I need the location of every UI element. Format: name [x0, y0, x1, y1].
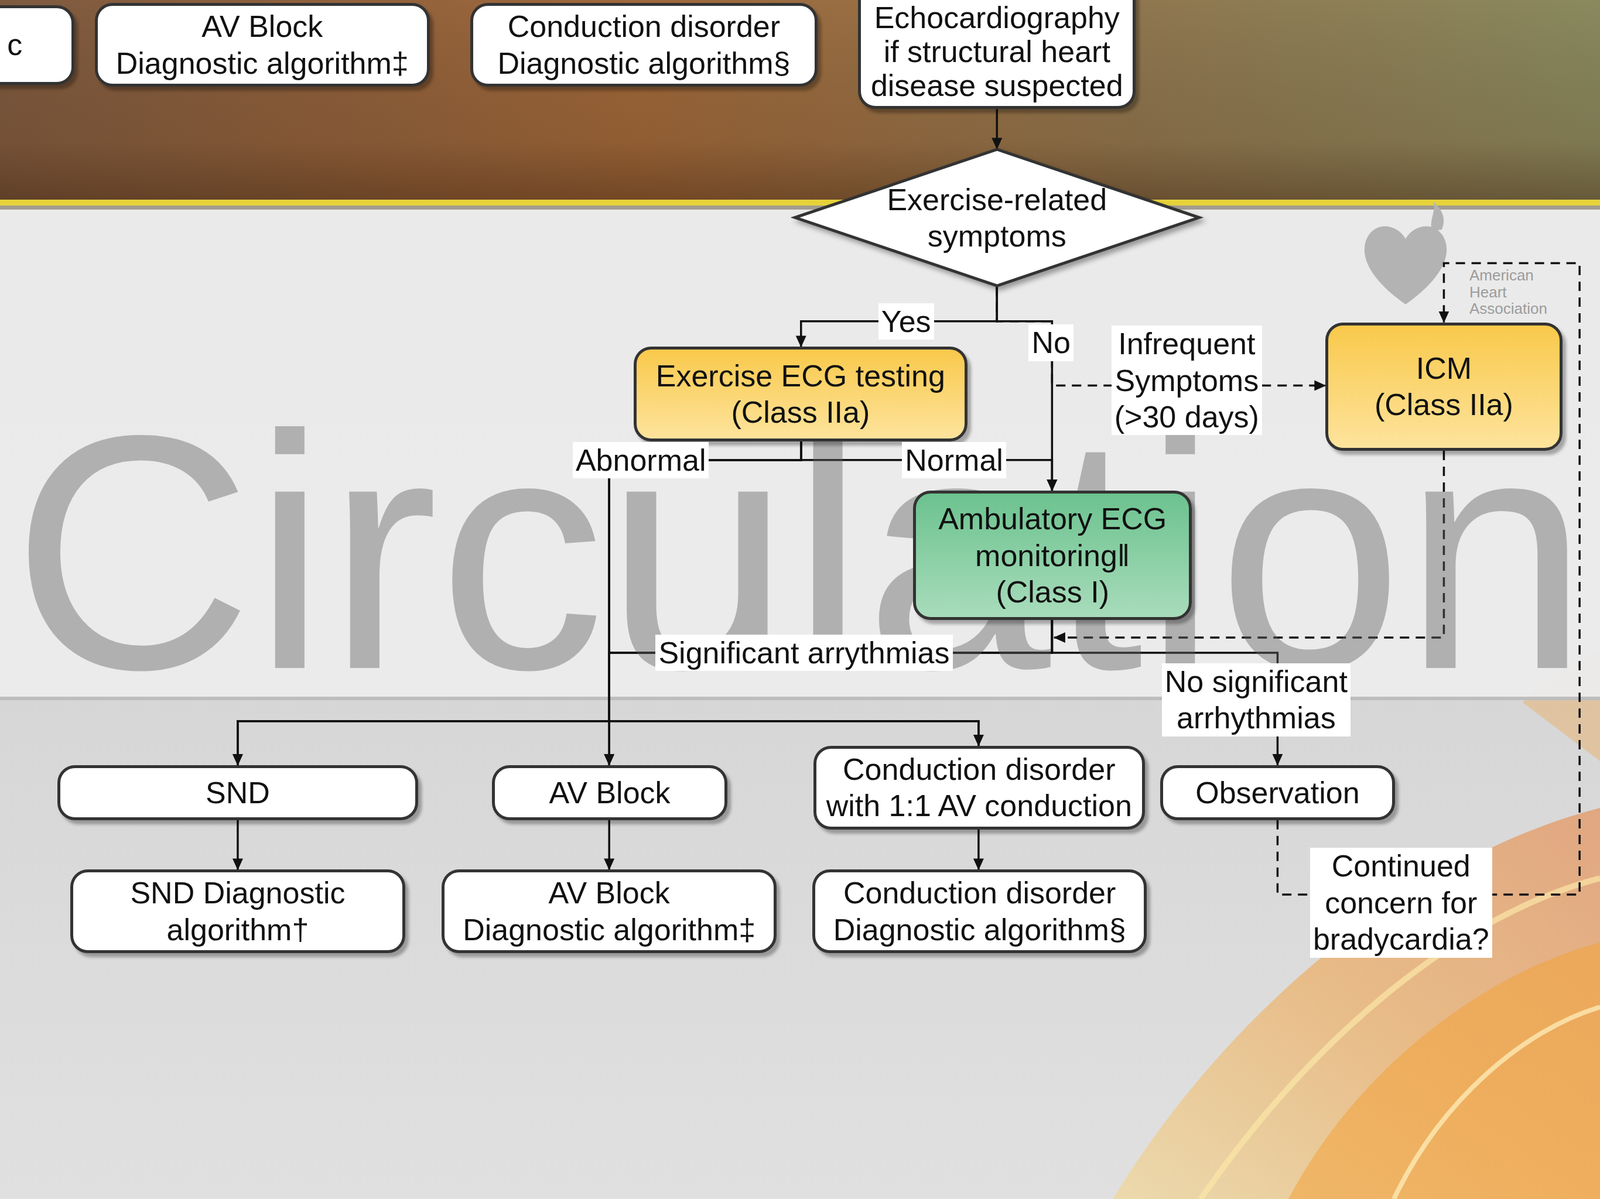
edge-label: Continued concern for bradycardia?: [1310, 848, 1493, 958]
yellow-rule: [0, 199, 1600, 206]
process-box: AV Block Diagnostic algorithm‡: [441, 869, 776, 954]
process-box: Conduction disorder Diagnostic algorithm…: [470, 2, 817, 87]
result-box: Conduction disorder with 1:1 AV conducti…: [813, 746, 1145, 830]
text-line: Exercise-related: [886, 181, 1107, 218]
node-text: c: [7, 26, 23, 63]
process-box: AV Block Diagnostic algorithm‡: [94, 2, 430, 87]
text-line: bradycardia?: [1313, 921, 1490, 958]
node-text: Exercise-related symptoms: [886, 181, 1107, 255]
process-box: SND Diagnostic algorithm†: [70, 869, 405, 954]
edge-label: Abnormal: [572, 442, 710, 479]
process-box: ICM (Class IIa): [1325, 322, 1562, 452]
text-line: American: [1469, 267, 1548, 285]
text-line: Association: [1469, 300, 1548, 318]
text-line: Diagnostic algorithm‡: [462, 911, 756, 949]
text-line: Conduction disorder: [826, 751, 1133, 788]
text-line: Exercise ECG testing: [655, 357, 946, 395]
text-line: SND Diagnostic: [130, 874, 345, 912]
top-band: [0, 0, 1600, 203]
node-text: Conduction disorder Diagnostic algorithm…: [833, 874, 1127, 949]
text-line: Conduction disorder: [833, 874, 1127, 912]
text-line: AV Block: [548, 774, 670, 812]
connector: [236, 820, 239, 871]
text-line: c: [7, 26, 23, 63]
process-box: c: [0, 5, 75, 85]
edge-label: Normal: [901, 442, 1007, 479]
text-line: Observation: [1195, 774, 1360, 812]
text-line: (Class IIa): [655, 394, 946, 431]
text-line: Echocardiography: [870, 0, 1124, 35]
text-line: Heart: [1469, 284, 1548, 302]
text-line: No significant: [1164, 663, 1348, 700]
edge-label: No: [1028, 324, 1073, 361]
node-text: AV Block: [548, 774, 670, 812]
text-line: (Class I): [938, 573, 1167, 611]
connector: [607, 820, 611, 871]
diamond-shape: [794, 149, 1199, 287]
text-line: with 1:1 AV conduction: [826, 787, 1133, 825]
result-box: Observation: [1160, 765, 1396, 821]
text-line: concern for: [1313, 884, 1490, 922]
text-line: disease suspected: [870, 68, 1124, 103]
node-text: Echocardiography if structural heart dis…: [870, 0, 1124, 104]
diamond-outline: [792, 148, 1202, 287]
node-text: Observation: [1195, 774, 1360, 812]
node-text: AV Block Diagnostic algorithm‡: [115, 8, 409, 82]
text-line: Ambulatory ECG: [938, 500, 1167, 538]
node-text: Conduction disorder with 1:1 AV conducti…: [826, 751, 1133, 825]
process-box: Echocardiography if structural heart dis…: [857, 0, 1136, 109]
text-line: monitoring‖: [938, 537, 1167, 574]
decision-diamond: Exercise-related symptoms: [792, 148, 1202, 287]
node-text: Ambulatory ECG monitoring‖ (Class I): [938, 500, 1167, 611]
text-line: Diagnostic algorithm§: [497, 45, 791, 82]
text-line: if structural heart: [870, 34, 1124, 69]
text-line: (>30 days): [1114, 398, 1260, 436]
text-line: Infrequent: [1114, 325, 1260, 362]
text-line: Diagnostic algorithm§: [833, 911, 1127, 949]
text-line: Diagnostic algorithm‡: [115, 45, 409, 82]
node-text: Exercise ECG testing (Class IIa): [655, 357, 946, 432]
node-text: AV Block Diagnostic algorithm‡: [462, 874, 756, 949]
process-box: Conduction disorder Diagnostic algorithm…: [812, 869, 1147, 954]
result-box: SND: [57, 765, 419, 821]
node-text: SND Diagnostic algorithm†: [130, 874, 345, 949]
text-line: SND: [205, 774, 270, 812]
connector: [996, 108, 999, 149]
swirl: [1288, 942, 1600, 1199]
edge-label: Yes: [878, 303, 935, 340]
swirl: [1112, 808, 1600, 1199]
text-line: algorithm†: [130, 911, 345, 949]
top-band-shade: [0, 0, 1600, 203]
grey-rule: [0, 205, 1600, 210]
logo-wordmark: American Heart Association: [1469, 267, 1548, 318]
text-line: Conduction disorder: [497, 8, 791, 45]
connector: [801, 286, 998, 348]
edge-label: Significant arrythmias: [655, 634, 953, 672]
text-line: Continued: [1313, 848, 1490, 885]
node-text: SND: [205, 774, 270, 812]
swirl: [1393, 1007, 1600, 1199]
text-line: AV Block: [115, 8, 409, 45]
text-line: (Class IIa): [1374, 386, 1514, 423]
node-text: Conduction disorder Diagnostic algorithm…: [497, 8, 791, 82]
text-line: symptoms: [886, 217, 1107, 255]
text-line: ICM: [1374, 350, 1514, 387]
edge-label: No significant arrhythmias: [1161, 663, 1351, 737]
process-box: Ambulatory ECG monitoring‖ (Class I): [913, 490, 1192, 621]
result-box: AV Block: [491, 765, 728, 821]
swirl: [1200, 878, 1600, 1199]
text-line: AV Block: [462, 874, 756, 912]
logo-symbol: [1364, 202, 1447, 305]
node-text: ICM (Class IIa): [1374, 350, 1514, 424]
text-line: arrhythmias: [1164, 699, 1348, 737]
edge-label: Infrequent Symptoms (>30 days): [1111, 325, 1263, 436]
text-line: Symptoms: [1114, 362, 1260, 399]
connector: [977, 829, 980, 871]
process-box: Exercise ECG testing (Class IIa): [633, 346, 968, 442]
